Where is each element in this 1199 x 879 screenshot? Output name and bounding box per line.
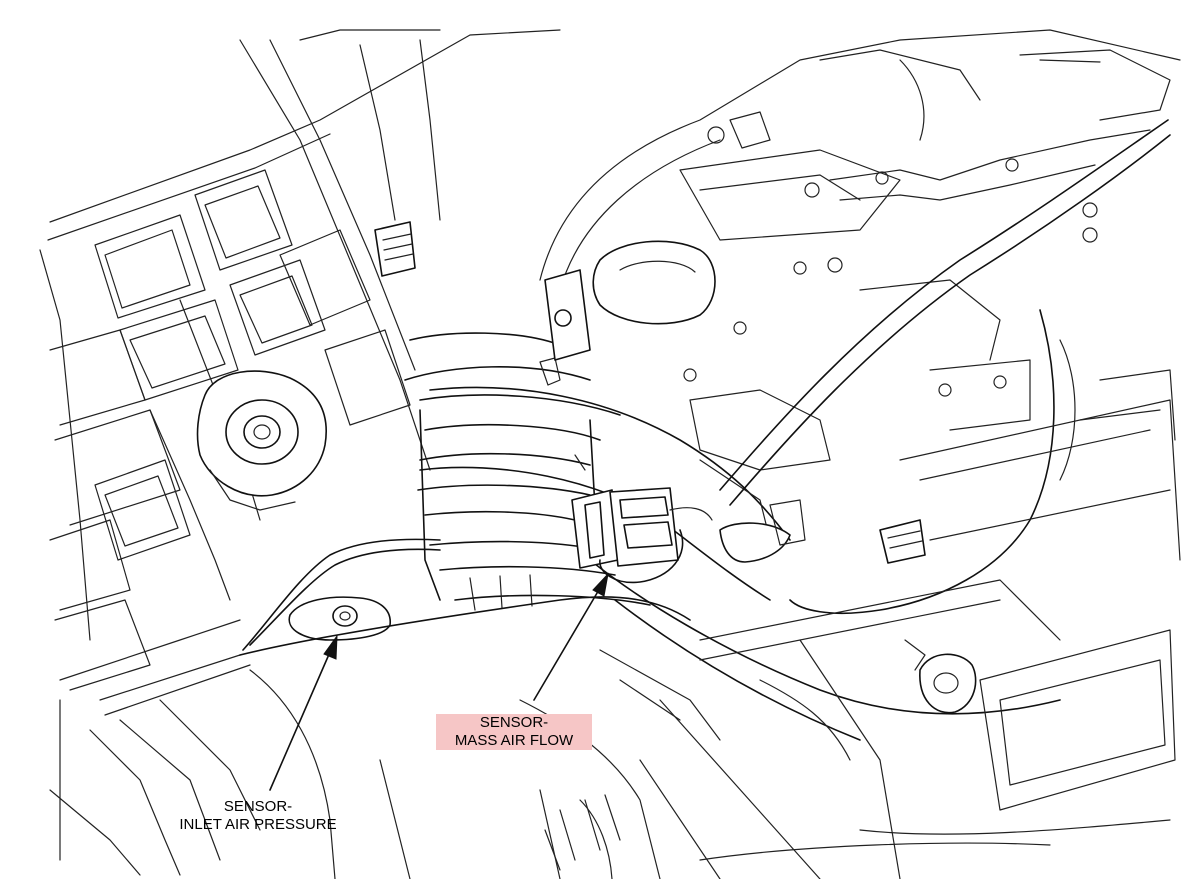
- inlet-air-pressure-label: SENSOR- INLET AIR PRESSURE: [150, 798, 366, 834]
- mass-air-flow-sensor: [571, 487, 713, 584]
- radiator-cap: [196, 370, 327, 511]
- hose-clamp-spring: [374, 221, 416, 277]
- air-intake-housing: [39, 29, 561, 876]
- leader-arrows: [269, 572, 609, 791]
- inlet-air-pressure-label-line2: INLET AIR PRESSURE: [179, 816, 337, 833]
- inlet-air-pressure-label-line1: SENSOR-: [223, 798, 293, 815]
- air-cleaner-body: [239, 596, 721, 879]
- arrow-line-mass-air-flow: [533, 587, 601, 701]
- lower-right-box: [639, 399, 1181, 879]
- mass-air-flow-label-line2: MASS AIR FLOW: [454, 732, 574, 749]
- mass-air-flow-label-line1: SENSOR-: [479, 714, 549, 731]
- arrow-line-inlet-air-pressure: [269, 651, 331, 791]
- inlet-air-pressure-sensor: [242, 538, 441, 651]
- engine-components: [539, 29, 1181, 615]
- arrow-head-mass-air-flow: [592, 572, 609, 597]
- mass-air-flow-label: SENSOR- MASS AIR FLOW: [436, 714, 592, 750]
- arrow-head-inlet-air-pressure: [323, 634, 338, 660]
